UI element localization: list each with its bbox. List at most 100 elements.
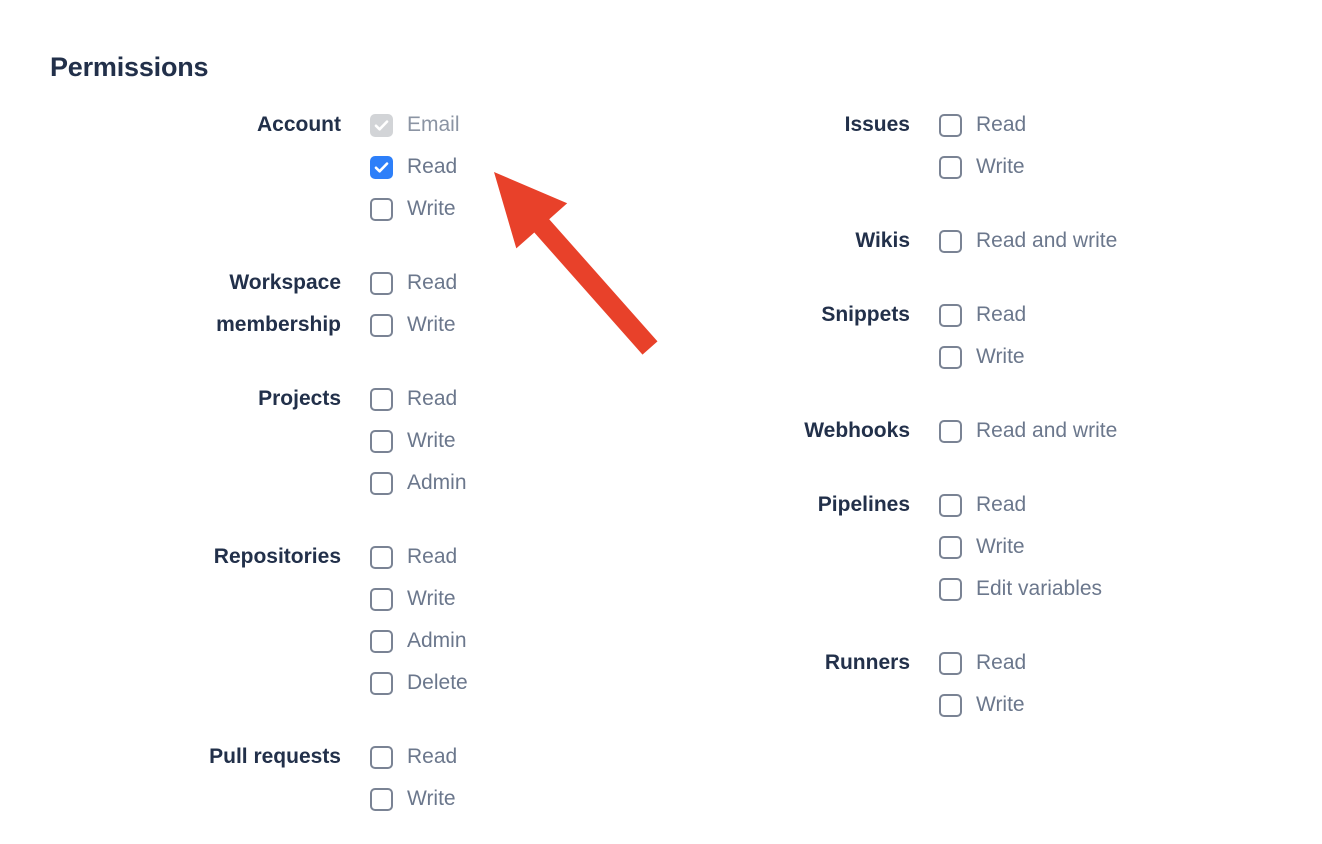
checkbox-snippets-read[interactable] [939, 303, 962, 327]
checkbox-projects-write[interactable] [370, 429, 393, 453]
permission-option-repositories-admin[interactable]: Admin [370, 620, 660, 662]
option-label-account-write: Write [407, 197, 456, 220]
group-label-runners: Runners [824, 651, 910, 674]
checkbox-repositories-admin[interactable] [370, 629, 393, 653]
checkbox-projects-read[interactable] [370, 387, 393, 411]
permission-option-projects-admin[interactable]: Admin [370, 462, 660, 504]
checkbox-pull-requests-read[interactable] [370, 745, 393, 769]
checkbox-repositories-read[interactable] [370, 545, 393, 569]
option-label-runners-read: Read [976, 651, 1027, 674]
page-title: Permissions [50, 52, 209, 82]
permission-option-issues-read[interactable]: Read [939, 104, 1270, 146]
permission-option-workspace-membership-write[interactable]: Write [370, 304, 660, 346]
group-label-repositories: Repositories [213, 545, 341, 568]
option-label-account-email: Email [407, 113, 460, 136]
group-label-wikis: Wikis [855, 229, 910, 252]
group-label-snippets: Snippets [821, 303, 910, 326]
option-label-snippets-read: Read [976, 303, 1027, 326]
permission-option-pipelines-read[interactable]: Read [939, 484, 1270, 526]
permission-option-wikis-read-and-write[interactable]: Read and write [939, 220, 1270, 262]
group-label-projects: Projects [258, 387, 341, 410]
option-label-projects-write: Write [407, 429, 456, 452]
option-label-workspace-membership-write: Write [407, 313, 456, 336]
checkbox-workspace-membership-read[interactable] [370, 271, 393, 295]
permission-option-account-read[interactable]: Read [370, 146, 660, 188]
permission-option-webhooks-read-and-write[interactable]: Read and write [939, 410, 1270, 452]
permission-option-account-write[interactable]: Write [370, 188, 660, 230]
group-label-pull-requests: Pull requests [209, 745, 341, 768]
option-label-account-read: Read [407, 155, 458, 178]
option-label-issues-write: Write [976, 155, 1025, 178]
checkbox-wikis-read-and-write[interactable] [939, 229, 962, 253]
group-options-webhooks: Read and write [939, 410, 1270, 452]
checkbox-snippets-write[interactable] [939, 345, 962, 369]
permission-option-account-email[interactable]: Email [370, 104, 660, 146]
permission-option-repositories-write[interactable]: Write [370, 578, 660, 620]
permission-option-issues-write[interactable]: Write [939, 146, 1270, 188]
permission-option-repositories-read[interactable]: Read [370, 536, 660, 578]
option-label-repositories-read: Read [407, 545, 458, 568]
permission-option-projects-write[interactable]: Write [370, 420, 660, 462]
permission-option-runners-read[interactable]: Read [939, 642, 1270, 684]
group-label-account: Account [257, 113, 341, 136]
checkbox-projects-admin[interactable] [370, 471, 393, 495]
permission-option-projects-read[interactable]: Read [370, 378, 660, 420]
permission-option-pull-requests-write[interactable]: Write [370, 778, 660, 820]
permission-option-pipelines-edit-variables[interactable]: Edit variables [939, 568, 1270, 610]
permission-option-workspace-membership-read[interactable]: Read [370, 262, 660, 304]
option-label-issues-read: Read [976, 113, 1027, 136]
group-label-issues: Issues [844, 113, 910, 136]
checkbox-webhooks-read-and-write[interactable] [939, 419, 962, 443]
permission-option-pipelines-write[interactable]: Write [939, 526, 1270, 568]
option-label-repositories-admin: Admin [407, 629, 467, 652]
permission-option-snippets-write[interactable]: Write [939, 336, 1270, 378]
group-label-workspace-membership: Workspace membership [216, 271, 341, 336]
checkbox-runners-read[interactable] [939, 651, 962, 675]
permission-option-repositories-delete[interactable]: Delete [370, 662, 660, 704]
option-label-pull-requests-read: Read [407, 745, 458, 768]
checkbox-pipelines-write[interactable] [939, 535, 962, 559]
checkbox-account-write[interactable] [370, 197, 393, 221]
option-label-pull-requests-write: Write [407, 787, 456, 810]
checkbox-pipelines-edit-variables[interactable] [939, 577, 962, 601]
checkbox-repositories-write[interactable] [370, 587, 393, 611]
checkbox-pull-requests-write[interactable] [370, 787, 393, 811]
option-label-projects-read: Read [407, 387, 458, 410]
checkbox-issues-read[interactable] [939, 113, 962, 137]
checkbox-account-email [370, 113, 393, 137]
permission-option-snippets-read[interactable]: Read [939, 294, 1270, 336]
option-label-workspace-membership-read: Read [407, 271, 458, 294]
checkbox-account-read[interactable] [370, 155, 393, 179]
option-label-pipelines-write: Write [976, 535, 1025, 558]
checkbox-issues-write[interactable] [939, 155, 962, 179]
checkbox-runners-write[interactable] [939, 693, 962, 717]
option-label-repositories-write: Write [407, 587, 456, 610]
group-options-wikis: Read and write [939, 220, 1270, 262]
permission-option-runners-write[interactable]: Write [939, 684, 1270, 726]
checkbox-repositories-delete[interactable] [370, 671, 393, 695]
option-label-repositories-delete: Delete [407, 671, 468, 694]
checkbox-pipelines-read[interactable] [939, 493, 962, 517]
option-label-pipelines-edit-variables: Edit variables [976, 577, 1103, 600]
checkbox-workspace-membership-write[interactable] [370, 313, 393, 337]
permission-option-pull-requests-read[interactable]: Read [370, 736, 660, 778]
